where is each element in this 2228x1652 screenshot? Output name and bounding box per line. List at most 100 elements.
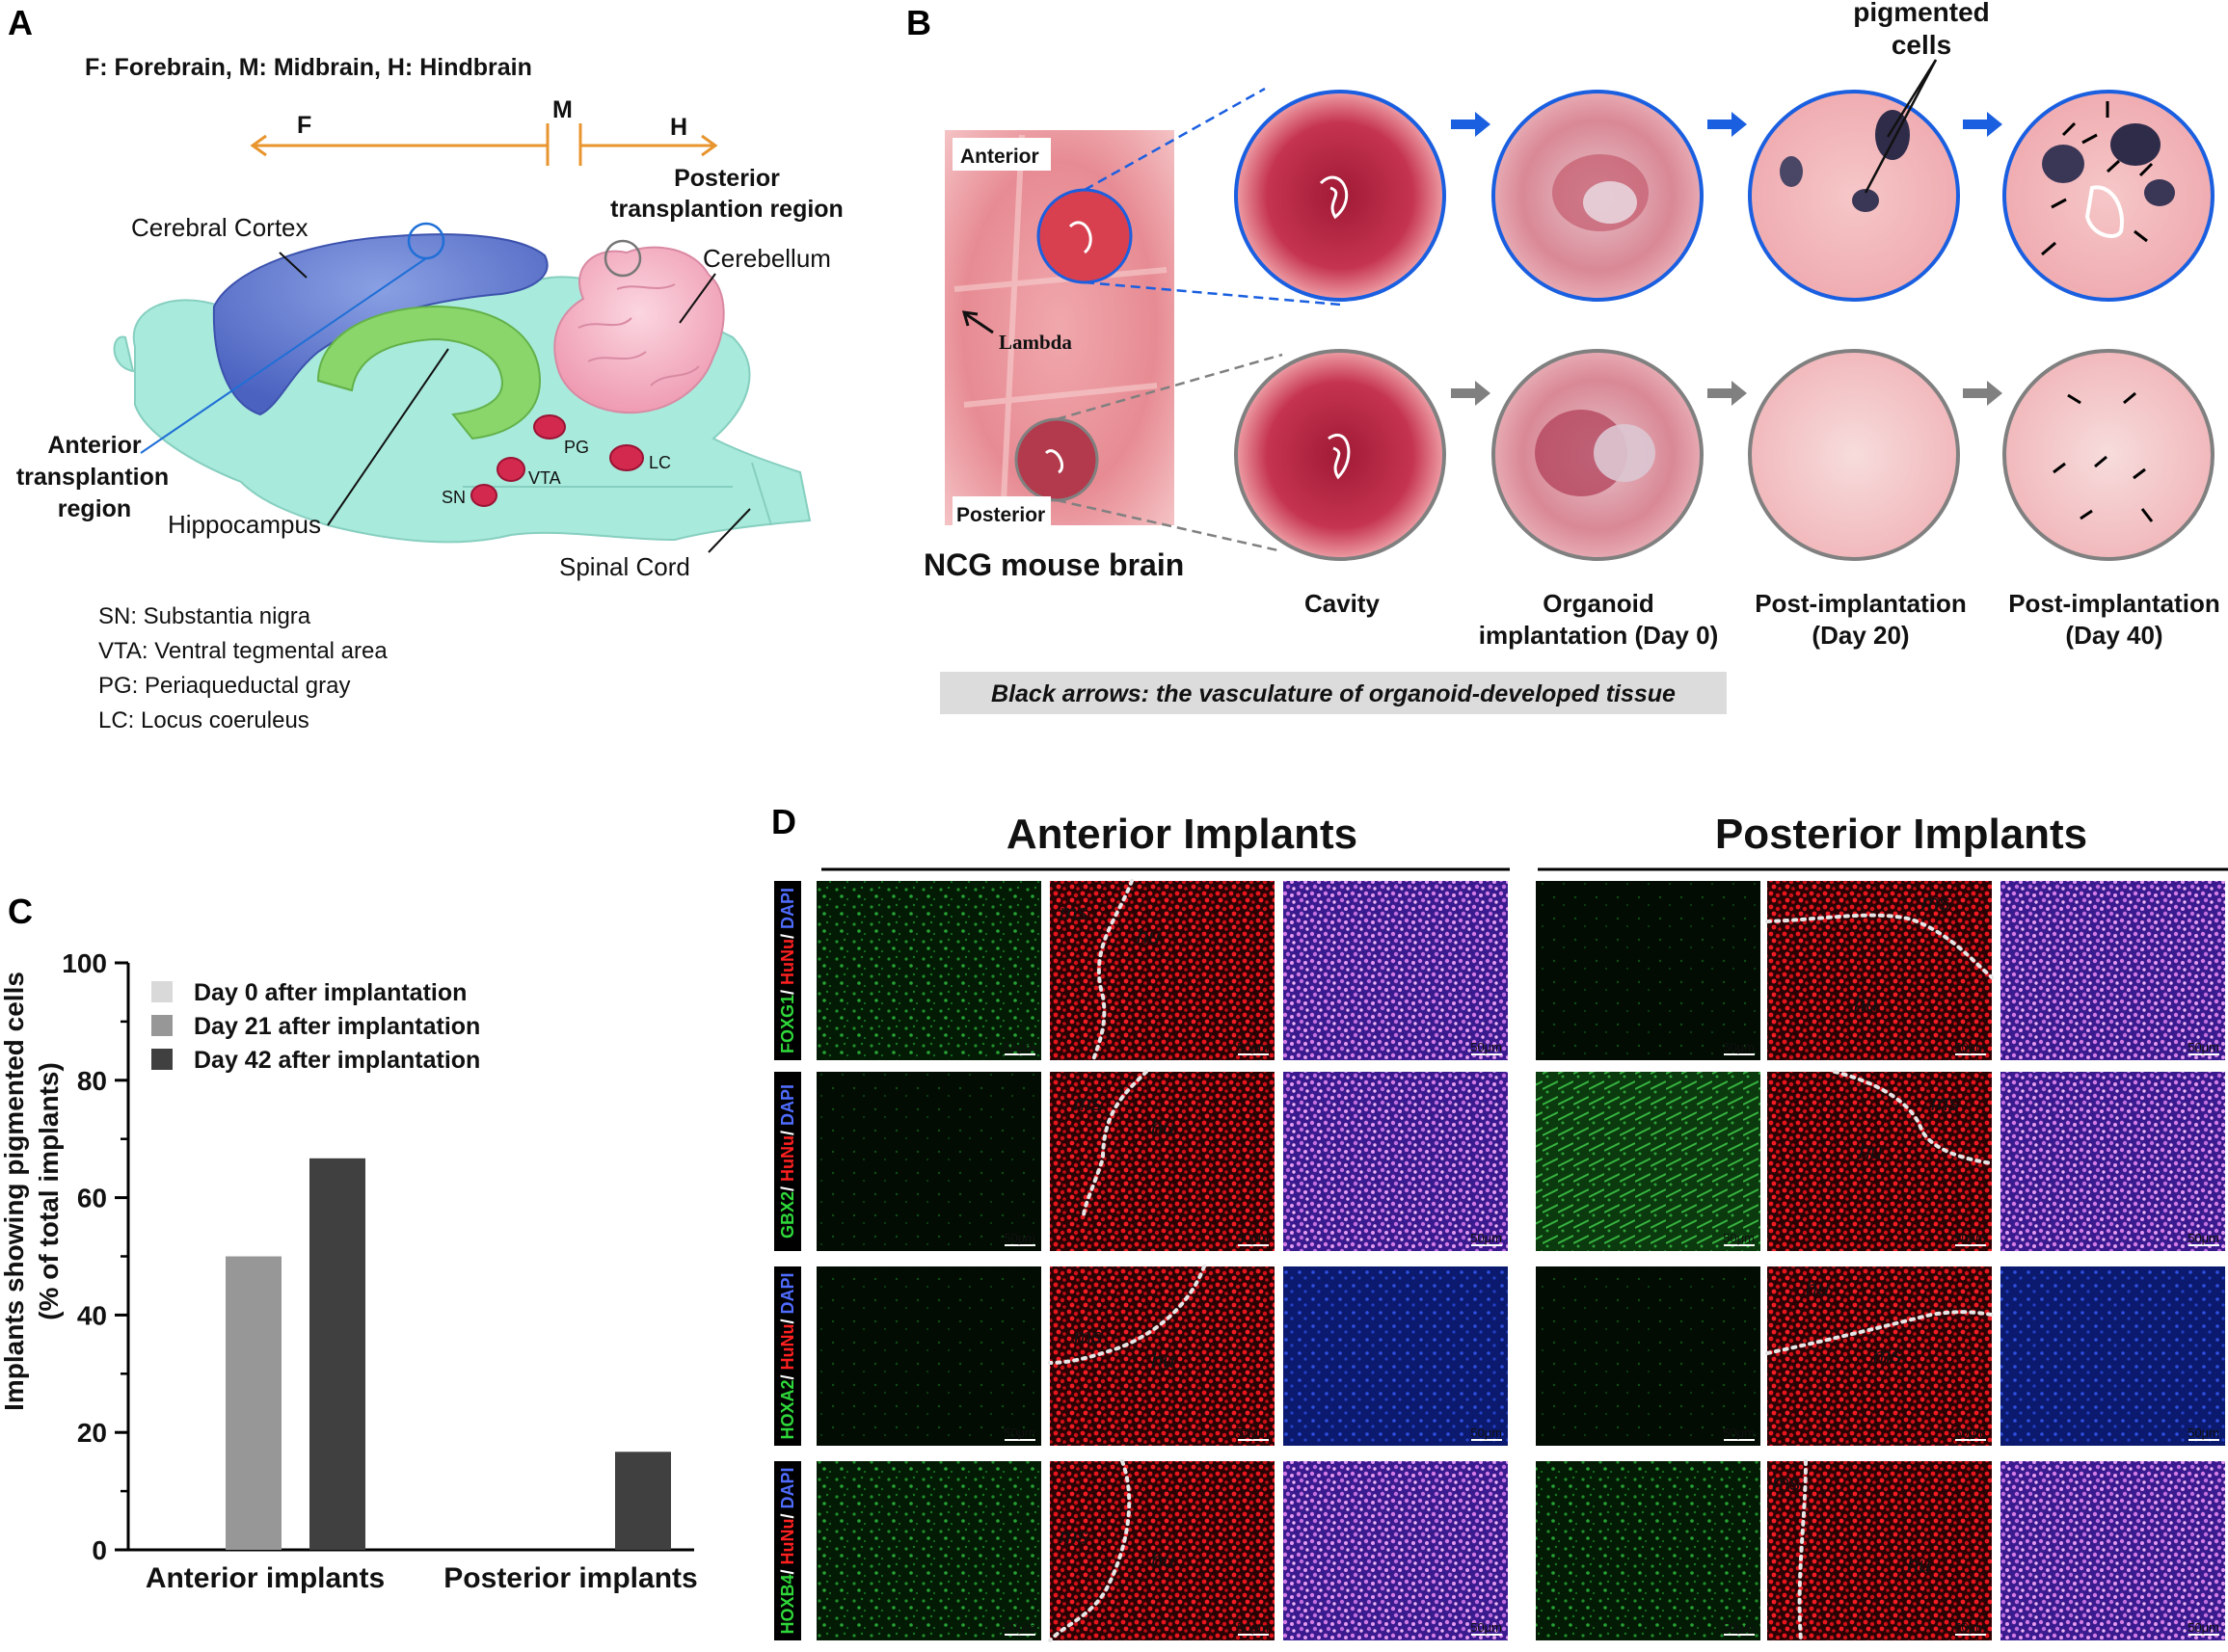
micrograph-panel xyxy=(817,1072,1041,1251)
bar xyxy=(309,1158,365,1550)
anterior-region-label-3: region xyxy=(58,495,131,522)
tissue-boundary xyxy=(1082,1070,1148,1218)
scale-bar-label: 50μm xyxy=(1470,1231,1502,1245)
panel-b: B Anterior Posterior Lambda NCG mouse br… xyxy=(906,0,2220,714)
row-label-bg xyxy=(774,1072,801,1251)
micrograph-panel xyxy=(1536,1072,1760,1251)
micrograph-panel xyxy=(1767,1266,1992,1446)
anterior-timecourse xyxy=(1234,90,2215,302)
stain-part: / xyxy=(778,1182,797,1191)
micrograph-panel xyxy=(1050,1266,1275,1446)
bar-chart: Implants showing pigmented cells (% of t… xyxy=(0,948,698,1594)
scale-bar-label: 50μm xyxy=(1954,1426,1986,1440)
bar xyxy=(615,1452,671,1550)
anterior-implants-title: Anterior Implants xyxy=(1007,811,1357,858)
note-box xyxy=(940,672,1727,714)
y-tick-label: 80 xyxy=(77,1066,107,1096)
human-tissue-label: hu xyxy=(1151,1548,1174,1572)
scale-bar-label: 50μm xyxy=(1470,1426,1502,1440)
micrograph-panel xyxy=(817,1461,1041,1640)
scale-bar-label: 50μm xyxy=(1954,1231,1986,1245)
mouse-tissue-label: ms xyxy=(1060,1524,1087,1548)
hindbrain-letter: H xyxy=(670,114,687,141)
midbrain-letter: M xyxy=(552,96,573,123)
micrograph-panel xyxy=(1536,881,1760,1060)
mouse-tissue-label: ms xyxy=(1931,1091,1959,1115)
posterior-site-marker xyxy=(604,239,642,278)
panel-a: A F: Forebrain, M: Midbrain, H: Hindbrai… xyxy=(8,3,844,733)
micrograph-panel xyxy=(1767,881,1992,1060)
caption-day40-1: Post-implantation xyxy=(2008,589,2220,618)
scale-bar-label: 50μm xyxy=(1237,1231,1269,1245)
hippocampus-shape xyxy=(316,305,542,440)
legend-entry: Day 42 after implantation xyxy=(194,1047,480,1074)
hippocampus-label: Hippocampus xyxy=(168,510,321,539)
anterior-region-label-1: Anterior xyxy=(47,432,142,459)
posterior-day40-image xyxy=(2002,349,2215,561)
x-category-label: Anterior implants xyxy=(146,1562,385,1594)
abbrev-vta: VTA: Ventral tegmental area xyxy=(98,638,388,664)
forebrain-letter: F xyxy=(297,112,311,139)
row-stain-label: GBX2/ HuNu/ DAPI xyxy=(778,1084,797,1239)
tissue-boundary xyxy=(1091,879,1134,1062)
scale-bar-label: 50μm xyxy=(1004,1426,1035,1440)
y-tick-label: 60 xyxy=(77,1184,107,1213)
x-category-label: Posterior implants xyxy=(443,1562,697,1594)
micrograph-panel xyxy=(2000,881,2225,1060)
row-stain-label: FOXG1/ HuNu/ DAPI xyxy=(778,888,797,1053)
scale-bar-label: 50μm xyxy=(1004,1620,1035,1635)
vta-label: VTA xyxy=(528,468,561,488)
stain-part: HuNu xyxy=(778,1135,797,1182)
y-axis-label-1: Implants showing pigmented cells xyxy=(0,972,29,1411)
stain-part: HuNu xyxy=(778,1519,797,1565)
stain-part: DAPI xyxy=(778,888,797,929)
stain-part: / xyxy=(778,1126,797,1135)
pigmented-cells-label-2: cells xyxy=(1892,30,1951,60)
micrograph-panel xyxy=(2000,1266,2225,1446)
row-stain-label: HOXA2/ HuNu/ DAPI xyxy=(778,1272,797,1439)
y-tick-label: 100 xyxy=(62,948,107,978)
lc-label: LC xyxy=(649,453,671,472)
scale-bar-label: 50μm xyxy=(1723,1426,1755,1440)
mouse-tissue-label: ms xyxy=(1921,891,1949,915)
lambda-label: Lambda xyxy=(999,331,1072,354)
anterior-region-label-2: transplantion xyxy=(16,464,169,491)
posterior-region-label-1: Posterior xyxy=(674,165,780,192)
sn-nucleus xyxy=(470,484,497,507)
micrograph-panel xyxy=(1767,1072,1992,1251)
caption-day0-1: Organoid xyxy=(1543,589,1654,618)
scale-bar-label: 50μm xyxy=(1723,1040,1755,1054)
micrograph-panel xyxy=(1050,881,1275,1060)
cerebellum-shape xyxy=(553,246,725,414)
scale-bar-label: 50μm xyxy=(1723,1231,1755,1245)
micrograph-panel xyxy=(1050,1461,1275,1640)
anterior-day40-image xyxy=(2002,90,2215,302)
human-tissue-label: hu xyxy=(1907,1553,1930,1577)
scale-bar-label: 50μm xyxy=(1004,1231,1035,1245)
micrograph-panel xyxy=(1283,1072,1508,1251)
scale-bar-label: 50μm xyxy=(1954,1040,1986,1054)
tissue-boundary xyxy=(1833,1070,1994,1165)
legend-swatch xyxy=(151,1049,173,1070)
micrograph-panel xyxy=(817,1266,1041,1446)
scale-bar-label: 50μm xyxy=(1237,1040,1269,1054)
micrograph-panel xyxy=(1536,1461,1760,1640)
human-tissue-label: hu xyxy=(1806,1276,1829,1300)
stain-part: FOXG1 xyxy=(778,995,797,1053)
scale-bar-label: 50μm xyxy=(1237,1426,1269,1440)
stain-part: / xyxy=(778,1508,797,1518)
pigmented-cells-label-1: pigmented xyxy=(1853,0,1990,27)
posterior-implants-title: Posterior Implants xyxy=(1715,811,2087,858)
brain-axis xyxy=(250,123,718,166)
caption-day20-2: (Day 20) xyxy=(1812,621,1909,650)
scale-bar-label: 50μm xyxy=(2188,1426,2219,1440)
stain-part: DAPI xyxy=(778,1272,797,1314)
human-tissue-label: hu xyxy=(1151,1115,1174,1139)
stain-part: / xyxy=(778,929,797,939)
anterior-photo-label: Anterior xyxy=(960,146,1039,168)
vta-nucleus xyxy=(497,457,525,482)
y-tick-label: 40 xyxy=(77,1300,107,1330)
caption-day20-1: Post-implantation xyxy=(1755,589,1967,618)
